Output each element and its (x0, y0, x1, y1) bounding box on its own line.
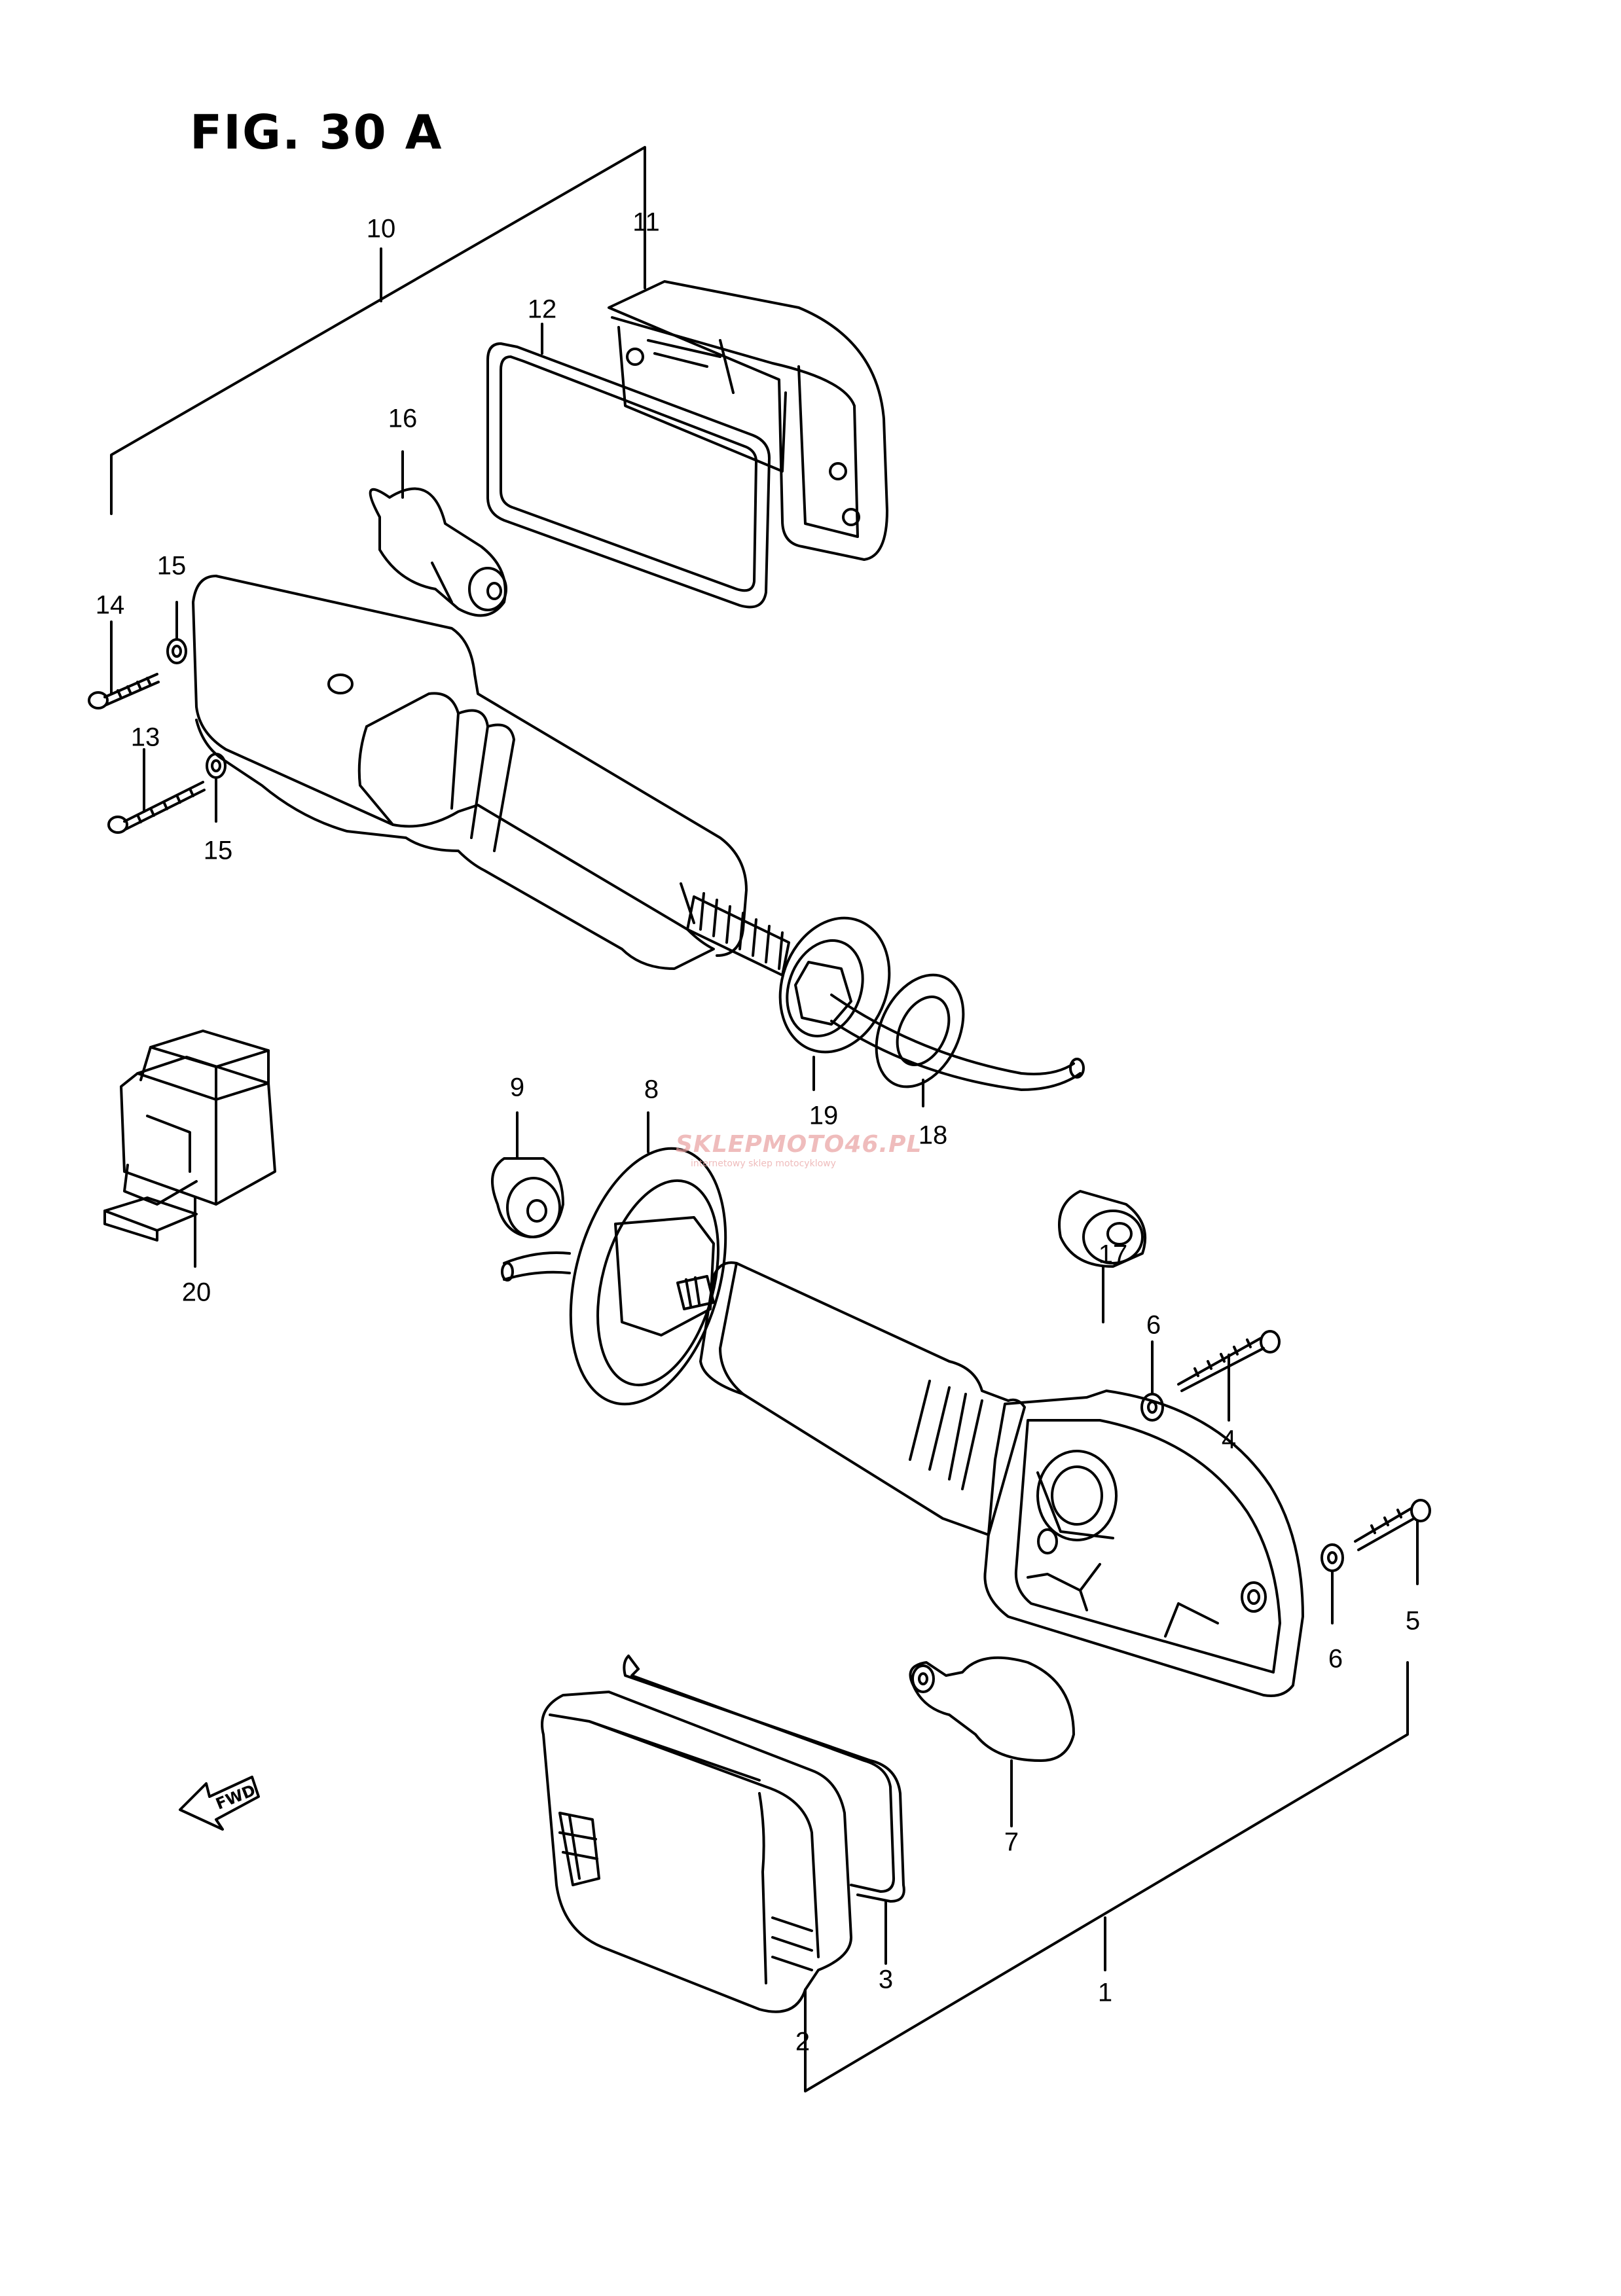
callout-19: 19 (809, 1101, 839, 1130)
figure-title: FIG. 30 A (190, 105, 443, 160)
part-11-housing (608, 280, 888, 561)
callout-6a: 6 (1146, 1310, 1161, 1340)
watermark-brand: SKLEPMOTO46.PL (676, 1131, 922, 1158)
callout-14: 14 (95, 590, 125, 620)
callout-13: 13 (130, 723, 160, 752)
callout-3: 3 (878, 1965, 894, 1994)
part-6-washer-lower (1320, 1543, 1344, 1572)
front-signal-body (699, 1261, 1026, 1536)
watermark-tagline: internetowy sklep motocyklowy (691, 1158, 836, 1169)
callout-2: 2 (795, 2027, 810, 2056)
callout-17: 17 (1098, 1240, 1128, 1269)
part-2-lens (541, 1691, 852, 2013)
part-8-grommet (569, 1147, 727, 1406)
callout-18: 18 (918, 1121, 948, 1150)
callout-16: 16 (388, 404, 418, 433)
callout-9: 9 (509, 1073, 525, 1102)
part-4-screw (1177, 1330, 1281, 1392)
rear-threaded-stud (686, 892, 790, 977)
part-7-bulb (909, 1656, 1075, 1762)
callout-10: 10 (366, 214, 396, 243)
rear-signal-body (192, 575, 748, 970)
callout-12: 12 (527, 295, 557, 324)
callout-20: 20 (181, 1278, 211, 1307)
fwd-direction-marker: FWD (179, 1776, 260, 1831)
callout-6b: 6 (1328, 1644, 1343, 1674)
callout-5: 5 (1405, 1606, 1421, 1636)
callout-1: 1 (1097, 1978, 1113, 2007)
callout-4: 4 (1221, 1425, 1237, 1454)
front-threaded-stud (676, 1275, 715, 1310)
callout-15b: 15 (203, 836, 233, 865)
part-14-screw (88, 673, 160, 709)
callout-7: 7 (1004, 1827, 1019, 1857)
part-20-relay (103, 1030, 276, 1242)
part-6-washer-upper (1140, 1393, 1164, 1422)
callout-11: 11 (632, 207, 660, 237)
rear-wire (830, 994, 1085, 1091)
part-5-screw (1354, 1499, 1431, 1551)
callout-15a: 15 (156, 551, 187, 581)
part-3-gasket (623, 1655, 905, 1903)
part-13-screw (107, 781, 206, 834)
part-16-bulb (369, 487, 507, 617)
front-housing (983, 1390, 1304, 1697)
bracket-assembly-1 (804, 1661, 1409, 2092)
part-15-washer-lower (206, 753, 227, 779)
part-19-washer (778, 916, 891, 1054)
callout-8: 8 (644, 1075, 659, 1104)
arrow-left-icon (179, 1776, 260, 1831)
part-9-nut (491, 1157, 564, 1238)
part-15-washer-upper (166, 638, 187, 664)
part-12-gasket (486, 342, 771, 609)
front-wire (501, 1251, 571, 1282)
part-17-nut (1058, 1190, 1147, 1268)
bracket-assembly-10 (110, 146, 646, 515)
part-18-washer (875, 973, 965, 1088)
